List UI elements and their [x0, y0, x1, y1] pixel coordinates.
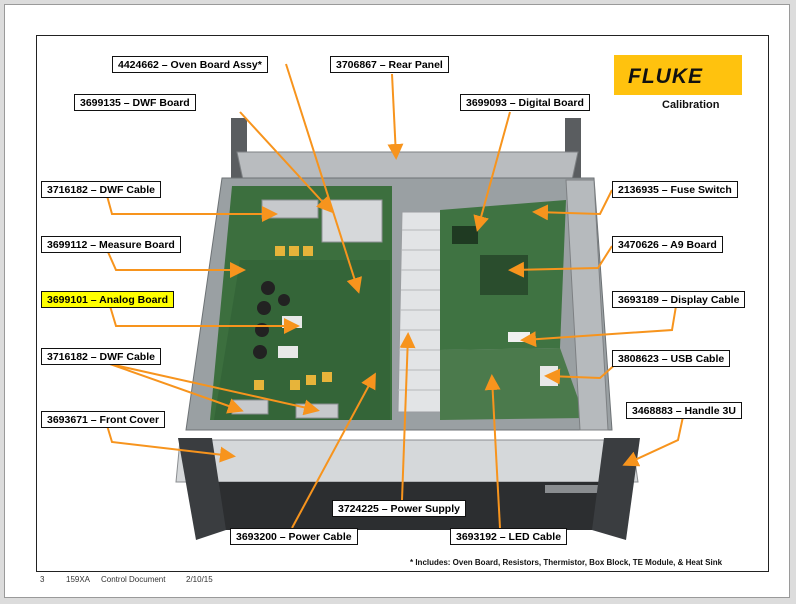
footnote: * Includes: Oven Board, Resistors, Therm…: [410, 558, 723, 567]
label-fuse-switch: 2136935 – Fuse Switch: [612, 181, 738, 198]
label-dwf-cable-1: 3716182 – DWF Cable: [41, 181, 161, 198]
label-power-supply: 3724225 – Power Supply: [332, 500, 466, 517]
label-power-cable: 3693200 – Power Cable: [230, 528, 358, 545]
footer-page-number: 3: [40, 575, 45, 584]
label-usb-cable: 3808623 – USB Cable: [612, 350, 731, 367]
label-front-cover: 3693671 – Front Cover: [41, 411, 166, 428]
label-dwf-board: 3699135 – DWF Board: [74, 94, 196, 111]
logo-brand-text: FLUKE: [628, 65, 703, 88]
label-led-cable: 3693192 – LED Cable: [450, 528, 568, 545]
label-measure-board: 3699112 – Measure Board: [41, 236, 181, 253]
footer-date: 2/10/15: [186, 575, 213, 584]
footer-doc-title: Control Document: [101, 575, 166, 584]
label-digital-board: 3699093 – Digital Board: [460, 94, 590, 111]
diagram-frame: [36, 35, 769, 572]
fluke-calibration-logo: FLUKE Calibration: [614, 55, 742, 111]
footer-model: 159XA: [66, 575, 91, 584]
front-handle-left: [178, 438, 226, 540]
label-oven-board: 4424662 – Oven Board Assy*: [112, 56, 268, 73]
label-handle: 3468883 – Handle 3U: [626, 402, 742, 419]
label-rear-panel: 3706867 – Rear Panel: [330, 56, 449, 73]
front-cover: [175, 439, 639, 483]
label-dwf-cable-2: 3716182 – DWF Cable: [41, 348, 161, 365]
logo-badge: FLUKE: [614, 55, 742, 95]
label-a9-board: 3470626 – A9 Board: [612, 236, 723, 253]
logo-sub-text: Calibration: [662, 99, 720, 111]
label-analog-board: 3699101 – Analog Board: [41, 291, 174, 308]
label-display-cable: 3693189 – Display Cable: [612, 291, 746, 308]
